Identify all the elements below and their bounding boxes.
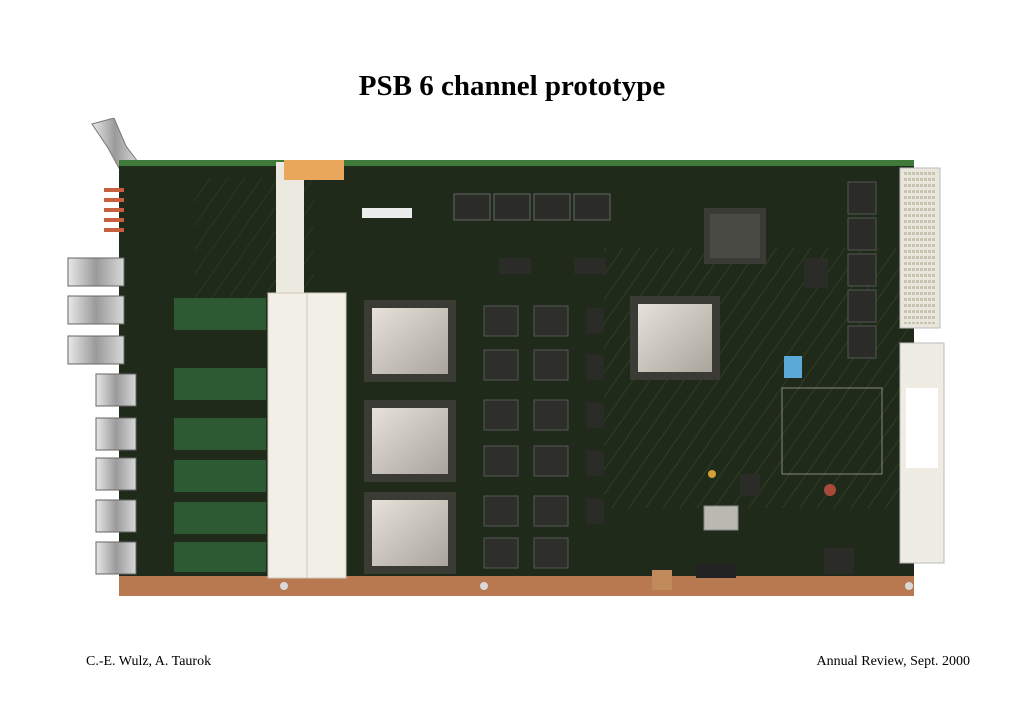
- footer-event: Annual Review, Sept. 2000: [816, 654, 970, 669]
- small-chips: [483, 305, 604, 569]
- slide-title: PSB 6 channel prototype: [358, 70, 666, 102]
- input-connectors: [67, 257, 137, 575]
- backplane-connectors: [899, 167, 945, 564]
- cpld-chip: [704, 208, 766, 264]
- memory-chips: [804, 181, 877, 359]
- top-ic-row: [453, 193, 611, 274]
- footer-authors: C.-E. Wulz, A. Taurok: [86, 654, 212, 669]
- edge-pins: [104, 188, 124, 232]
- fpga-chips: [364, 296, 720, 574]
- channel-modules: [174, 298, 266, 572]
- copper-strip: [119, 576, 914, 596]
- center-connectors: [267, 160, 347, 579]
- pcb-photo: [67, 118, 945, 596]
